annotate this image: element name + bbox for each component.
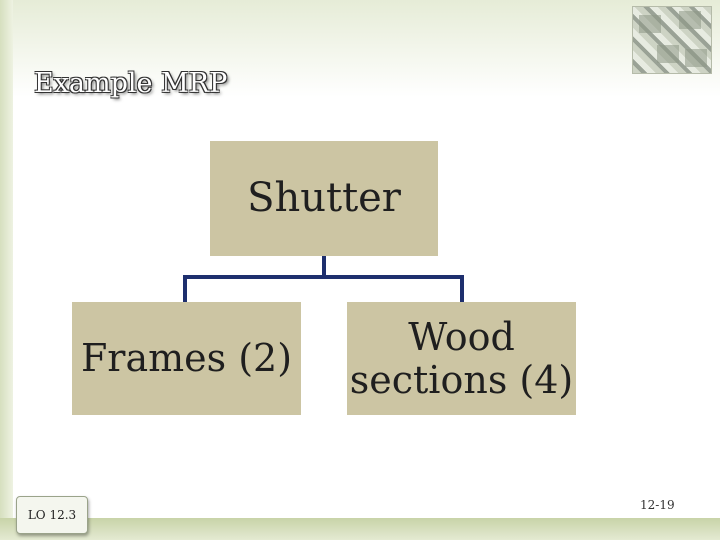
node-shutter-label: Shutter — [247, 175, 401, 222]
node-wood-sections-label: Wood sections (4) — [349, 314, 574, 402]
node-frames: Frames (2) — [72, 302, 301, 415]
learning-objective-badge: LO 12.3 — [16, 496, 88, 534]
lo-label: LO 12.3 — [27, 508, 77, 522]
corner-photo-collage — [632, 6, 712, 74]
page-number: 12-19 — [640, 498, 675, 512]
left-accent-strip — [0, 0, 13, 540]
bottom-accent-band — [0, 518, 720, 540]
slide-title: Example MRP — [34, 68, 228, 99]
node-shutter: Shutter — [210, 141, 438, 256]
node-wood-sections: Wood sections (4) — [347, 302, 576, 415]
node-frames-label: Frames (2) — [80, 336, 293, 381]
